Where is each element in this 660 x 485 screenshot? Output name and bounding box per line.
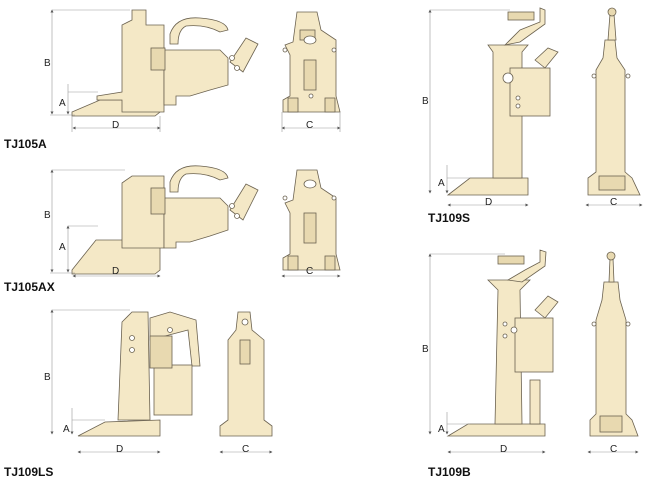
tj105a-front-view	[282, 11, 341, 113]
dim-label-c: C	[610, 444, 617, 455]
tj109b-front-view	[589, 251, 639, 437]
model-label-tj109s: TJ109S	[428, 211, 471, 225]
tj105a-side-view	[71, 9, 259, 117]
tj109b-side-view	[446, 249, 559, 437]
dim-label-b: B	[422, 344, 429, 355]
tj109b-dimensions: B A D C	[422, 253, 639, 455]
dim-label-c: C	[610, 197, 617, 208]
dim-label-b: B	[44, 372, 51, 383]
tj109ls-dimensions: B A D C	[44, 309, 273, 455]
dim-label-d: D	[500, 444, 507, 455]
model-label-tj105ax: TJ105AX	[4, 280, 55, 294]
tj109s-front-view	[587, 7, 641, 196]
dim-label-d: D	[112, 120, 119, 131]
tj109s-side-view	[446, 7, 559, 196]
dim-label-d: D	[485, 197, 492, 208]
dim-label-d: D	[112, 266, 119, 277]
dim-label-c: C	[306, 266, 313, 277]
tj109ls-front-view	[219, 311, 273, 437]
dim-label-a: A	[59, 98, 66, 109]
dim-label-b: B	[44, 58, 51, 69]
tj105a-dimensions: B A D C	[44, 9, 341, 132]
tj109ls-side-view	[77, 311, 201, 437]
dim-label-c: C	[306, 120, 313, 131]
tj109s-dimensions: B A D C	[422, 9, 643, 208]
dim-label-a: A	[59, 242, 66, 253]
dim-label-a: A	[63, 424, 70, 435]
dim-label-a: A	[438, 424, 445, 435]
tj105ax-side-view	[71, 165, 259, 275]
model-label-tj109b: TJ109B	[428, 465, 471, 479]
dim-label-b: B	[422, 96, 429, 107]
model-label-tj105a: TJ105A	[4, 137, 47, 151]
tj105ax-front-view	[282, 169, 341, 271]
tj105ax-dimensions: B A D C	[44, 169, 341, 278]
dim-label-a: A	[438, 178, 445, 189]
dim-label-c: C	[242, 444, 249, 455]
dim-label-b: B	[44, 210, 51, 221]
dim-label-d: D	[116, 444, 123, 455]
model-label-tj109ls: TJ109LS	[4, 465, 54, 479]
